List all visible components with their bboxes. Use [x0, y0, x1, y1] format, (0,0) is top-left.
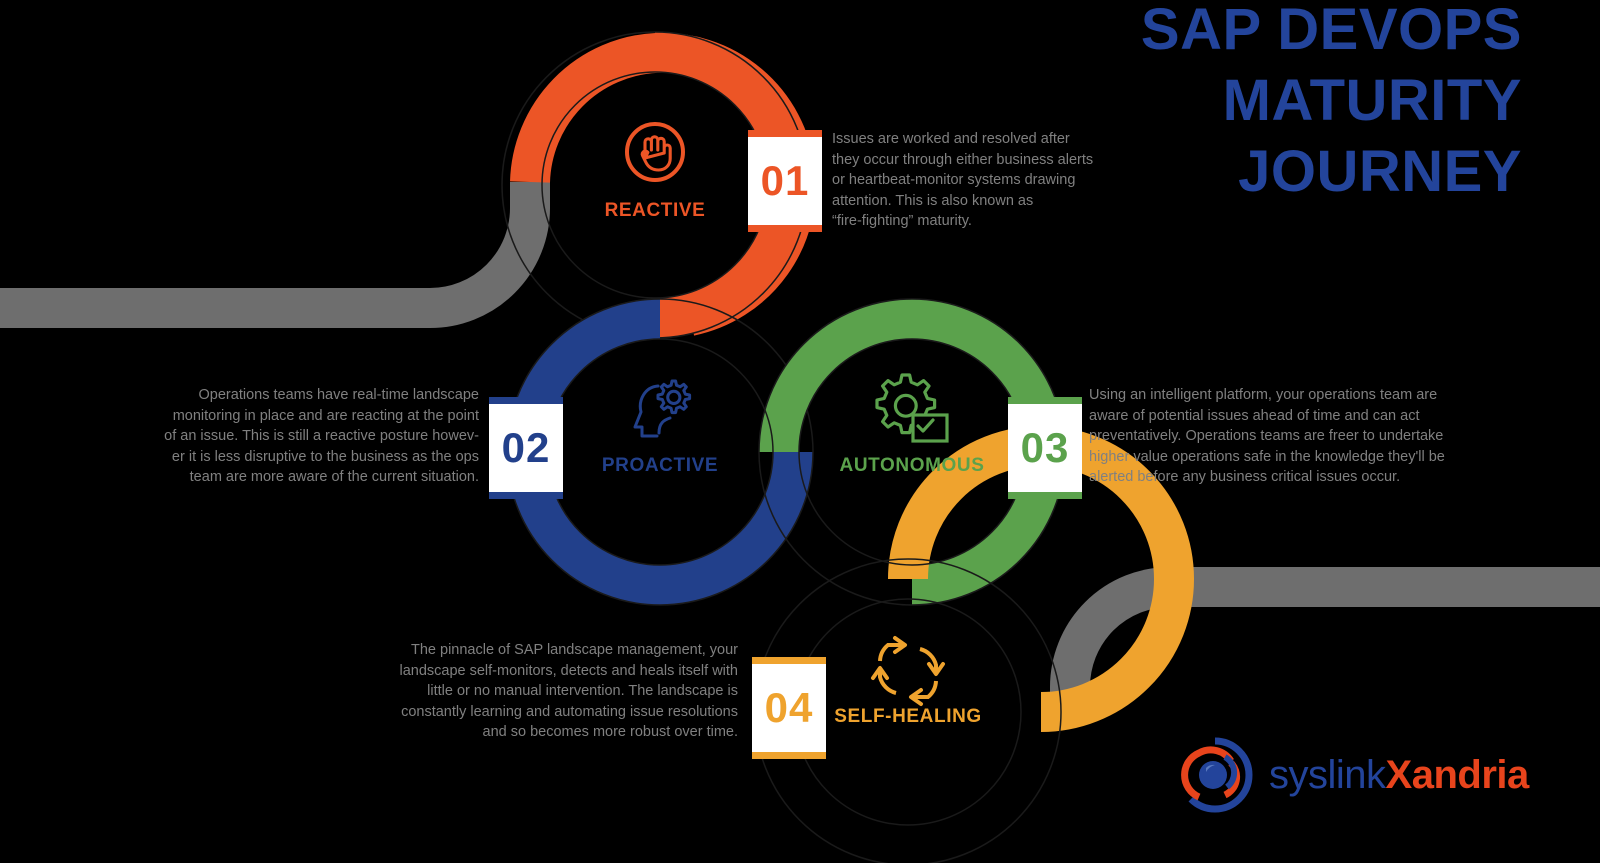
badge-top-bar [752, 657, 826, 664]
badge-number-04: 04 [764, 684, 814, 731]
road-segment-left [0, 182, 550, 328]
gear-checklist-icon [873, 373, 951, 450]
badge-top-bar [1008, 397, 1082, 404]
stage-description-03: Using an intelligent platform, your oper… [1089, 387, 1445, 485]
badge-top-bar [748, 130, 822, 137]
badge-top-bar [489, 397, 563, 404]
badge-bottom-bar [752, 752, 826, 759]
stage-description-01: Issues are worked and resolved after the… [832, 131, 1094, 229]
badge-bottom-bar [748, 225, 822, 232]
stop-hand-icon [623, 120, 687, 189]
stage-badge-02[interactable]: 02 [489, 397, 563, 499]
badge-bottom-bar [489, 492, 563, 499]
title-line-3: JOURNEY [1238, 139, 1522, 205]
badge-bottom-bar [1008, 492, 1082, 499]
title-line-1: SAP DEVOPS [1140, 0, 1522, 62]
stage-label-reactive: REACTIVE [604, 200, 706, 221]
ring-self-healing [754, 426, 1194, 863]
stage-label-proactive: PROACTIVE [601, 455, 719, 476]
stage-badge-04[interactable]: 04 [752, 657, 826, 759]
circular-arrows-icon [868, 633, 948, 714]
stage-label-autonomous: AUTONOMOUS [839, 455, 985, 476]
stage-description-02: Operations teams have real-time landscap… [164, 387, 479, 485]
badge-number-03: 03 [1020, 424, 1070, 471]
head-gear-icon [623, 375, 697, 448]
stage-description-04: The pinnacle of SAP landscape management… [399, 642, 738, 740]
logo-word-syslink: syslink [1269, 752, 1386, 797]
syslink-xandria-logo[interactable]: syslinkXandria [1175, 735, 1529, 815]
stage-badge-03[interactable]: 03 [1008, 397, 1082, 499]
logo-wordmark: syslinkXandria [1269, 753, 1529, 798]
logo-word-xandria: Xandria [1385, 752, 1530, 797]
title-line-2: MATURITY [1222, 68, 1522, 134]
stage-badge-01[interactable]: 01 [748, 130, 822, 232]
syslink-xandria-mark-icon [1181, 737, 1253, 813]
badge-number-01: 01 [760, 157, 810, 204]
stage-label-self-healing: SELF-HEALING [834, 706, 982, 727]
badge-number-02: 02 [501, 424, 551, 471]
page-title: SAP DEVOPS MATURITY JOURNEY [1140, 0, 1522, 215]
